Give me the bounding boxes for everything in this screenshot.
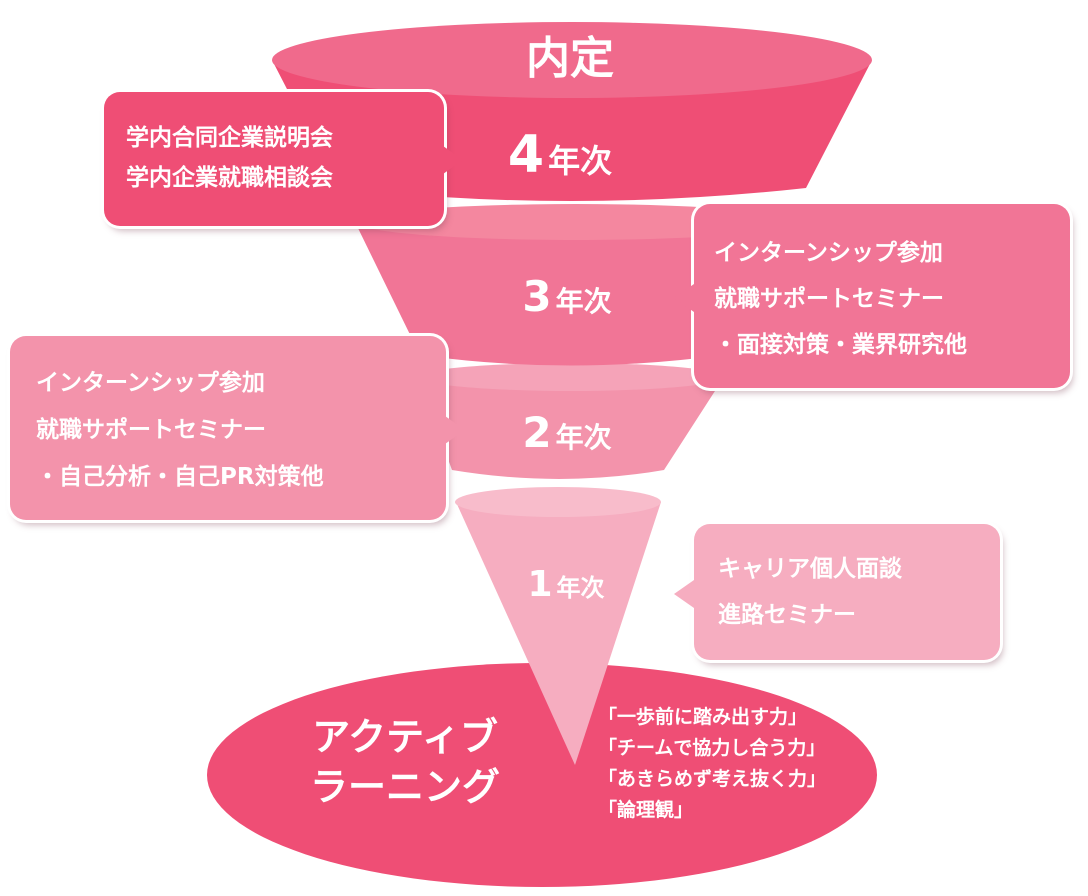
tier-1-item: キャリア個人面談 — [718, 556, 902, 582]
base-label-line-2: ラーニング — [310, 765, 500, 809]
tier-4-year: 4 — [508, 125, 544, 185]
skill-item: 「論理観」 — [598, 799, 694, 821]
tier-3-item: インターンシップ参加 — [714, 240, 943, 266]
tier-2-shape — [418, 377, 724, 479]
tier-3-shape — [355, 222, 797, 366]
tier-3-callout-pointer — [674, 284, 694, 312]
tier-4-suffix: 年次 — [548, 142, 612, 180]
tier-2-year: 2 — [522, 408, 551, 457]
tier-3-suffix: 年次 — [556, 285, 612, 318]
tier-2-suffix: 年次 — [556, 421, 612, 454]
tier-2-item: ・自己分析・自己PR対策他 — [36, 464, 324, 490]
base-ellipse — [207, 663, 877, 887]
tier-1-top — [455, 487, 661, 517]
tier-2-callout-pointer — [445, 416, 465, 444]
tier-3-year: 3 — [522, 272, 551, 321]
tier-2-top — [418, 363, 724, 391]
tier-1-item: 進路セミナー — [718, 602, 856, 628]
tier-2-item: 就職サポートセミナー — [36, 417, 266, 443]
skill-item: 「一歩前に踏み出す力」 — [598, 706, 808, 728]
tier-4-callout-pointer — [443, 146, 463, 174]
skill-item: 「チームで協力し合う力」 — [598, 737, 826, 759]
funnel-title: 内定 — [526, 33, 614, 84]
tier-4-item: 学内合同企業説明会 — [126, 125, 333, 151]
tier-1-shape — [456, 502, 661, 765]
tier-3-callout: インターンシップ参加 就職サポートセミナー ・面接対策・業界研究他 — [694, 204, 1070, 388]
tier-4-callout: 学内合同企業説明会 学内企業就職相談会 — [104, 92, 444, 226]
tier-4-item: 学内企業就職相談会 — [126, 165, 333, 191]
tier-2-callout: インターンシップ参加 就職サポートセミナー ・自己分析・自己PR対策他 — [10, 336, 446, 520]
skill-item: 「あきらめず考え抜く力」 — [598, 768, 827, 790]
tier-1-callout-pointer — [674, 580, 694, 608]
tier-3-top — [355, 204, 797, 240]
tier-2-item: インターンシップ参加 — [36, 370, 265, 396]
tier-1-year: 1 — [527, 564, 552, 605]
base-label-line-1: アクティブ — [312, 715, 498, 759]
tier-4-top — [272, 22, 872, 98]
tier-1-suffix: 年次 — [557, 574, 605, 602]
tier-3-item: 就職サポートセミナー — [714, 286, 944, 312]
tier-1-callout: キャリア個人面談 進路セミナー — [694, 524, 1000, 660]
tier-3-item: ・面接対策・業界研究他 — [714, 332, 967, 358]
skills-list: 「一歩前に踏み出す力」 「チームで協力し合う力」 「あきらめず考え抜く力」 「論… — [598, 702, 826, 826]
